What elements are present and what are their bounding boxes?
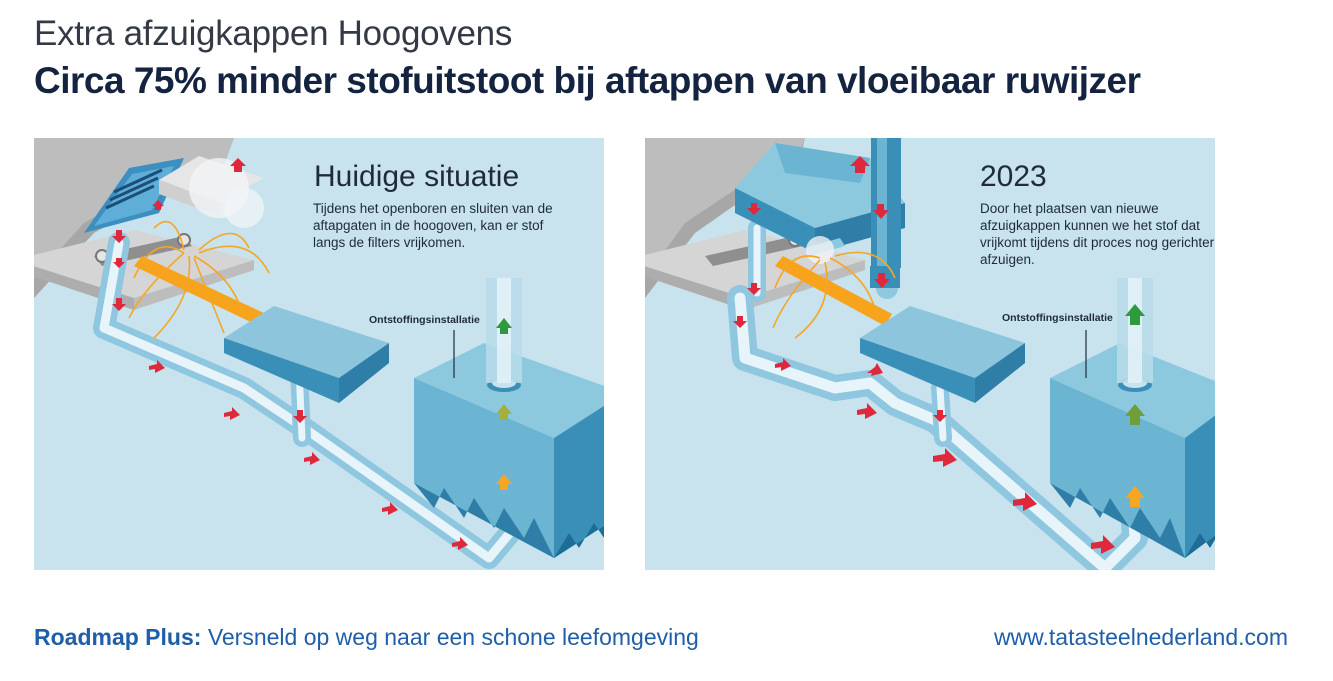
footer-url-link[interactable]: www.tatasteelnederland.com [993, 624, 1288, 650]
footer-brand: Roadmap Plus: [34, 624, 202, 650]
headline: Circa 75% minder stofuitstoot bij aftapp… [34, 60, 1141, 101]
old-hood-icon [84, 156, 264, 233]
dust-sparks [128, 220, 270, 339]
panel-description-2023: Door het plaatsen van nieuwe afzuigkappe… [980, 201, 1215, 267]
current-situation-illustration [34, 138, 604, 569]
footer-tagline-text: Versneld op weg naar een schone leefomge… [207, 624, 699, 650]
panel-title-2023: 2023 [980, 160, 1047, 193]
dust-sparks-2023 [772, 251, 896, 339]
label-dedusting-2023: Ontstoffingsinstallatie [1002, 312, 1113, 324]
dedusting-installation-2023-icon [1050, 278, 1215, 558]
kicker-title: Extra afzuigkappen Hoogovens [34, 14, 513, 53]
label-dedusting-current: Ontstoffingsinstallatie [369, 314, 480, 326]
red-dust-arrows-2023 [733, 156, 1115, 554]
molten-iron-runner-2023 [775, 256, 892, 326]
red-dust-arrows [112, 158, 468, 550]
panel-title-current: Huidige situatie [314, 160, 520, 193]
molten-iron-runner [134, 256, 266, 326]
panel-current-situation: Huidige situatie Tijdens het openboren e… [34, 138, 604, 570]
panel-2023: 2023 Door het plaatsen van nieuwe afzuig… [645, 138, 1215, 570]
dedusting-installation-icon [414, 278, 604, 558]
situation-2023-illustration [645, 138, 1215, 570]
panel-description-current: Tijdens het openboren en sluiten van de … [313, 201, 553, 250]
footer-tagline: Roadmap Plus: Versneld op weg naar een s… [34, 624, 699, 651]
